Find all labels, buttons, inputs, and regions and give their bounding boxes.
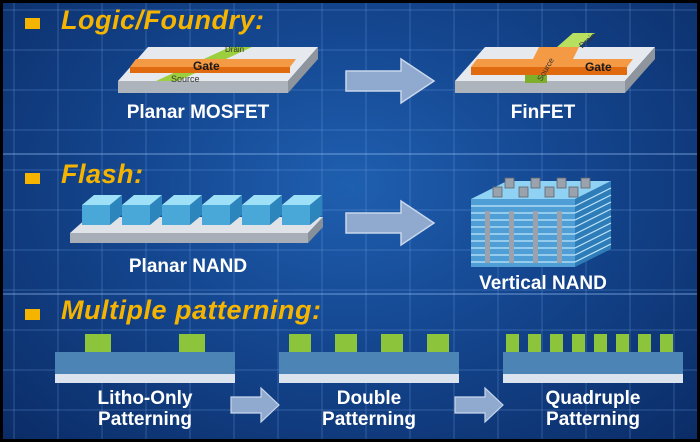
section-divider [3, 293, 697, 295]
quadruple-patterning-diagram [503, 334, 683, 383]
arrow-icon [454, 386, 504, 424]
bullet-icon [25, 173, 40, 184]
planar-mosfet-label: Planar MOSFET [126, 102, 270, 123]
substrate-front [118, 81, 288, 93]
planar-nand-diagram [70, 195, 323, 243]
section-divider [3, 153, 697, 155]
finfet-diagram [455, 33, 655, 93]
planar-source-label: Source [171, 74, 200, 84]
finfet-label: FinFET [510, 102, 576, 123]
litho-only-label-line2: Patterning [98, 409, 192, 430]
gate-top [130, 59, 296, 67]
double-patterning-label-line1: Double [336, 388, 402, 409]
planar-nand-label: Planar NAND [128, 256, 248, 277]
planar-gate-label: Gate [193, 59, 220, 73]
litho-only-diagram [55, 334, 235, 383]
patterning-heading: Multiple patterning: [61, 295, 322, 325]
substrate-side [288, 47, 318, 93]
arrow-icon [345, 199, 436, 247]
double-patterning-label-line2: Patterning [322, 409, 416, 430]
gate-front [130, 67, 290, 73]
logic-heading: Logic/Foundry: [61, 5, 265, 35]
flash-heading: Flash: [61, 159, 144, 189]
planar-drain-label: Drain [225, 45, 245, 54]
arrow-icon [345, 57, 436, 105]
bullet-icon [25, 309, 40, 320]
bullet-icon [25, 18, 40, 29]
vertical-nand-label: Vertical NAND [479, 273, 607, 294]
double-patterning-diagram [279, 334, 459, 383]
arrow-icon [230, 386, 280, 424]
vertical-nand-diagram [471, 177, 612, 267]
slide: Logic/Foundry: Drain Gate Source Planar … [3, 3, 697, 439]
quadruple-patterning-label-line2: Patterning [546, 409, 640, 430]
litho-only-label-line1: Litho-Only [97, 388, 193, 409]
planar-mosfet-diagram [118, 47, 318, 93]
quadruple-patterning-label-line1: Quadruple [545, 388, 641, 409]
fin-gate-label: Gate [585, 60, 612, 74]
